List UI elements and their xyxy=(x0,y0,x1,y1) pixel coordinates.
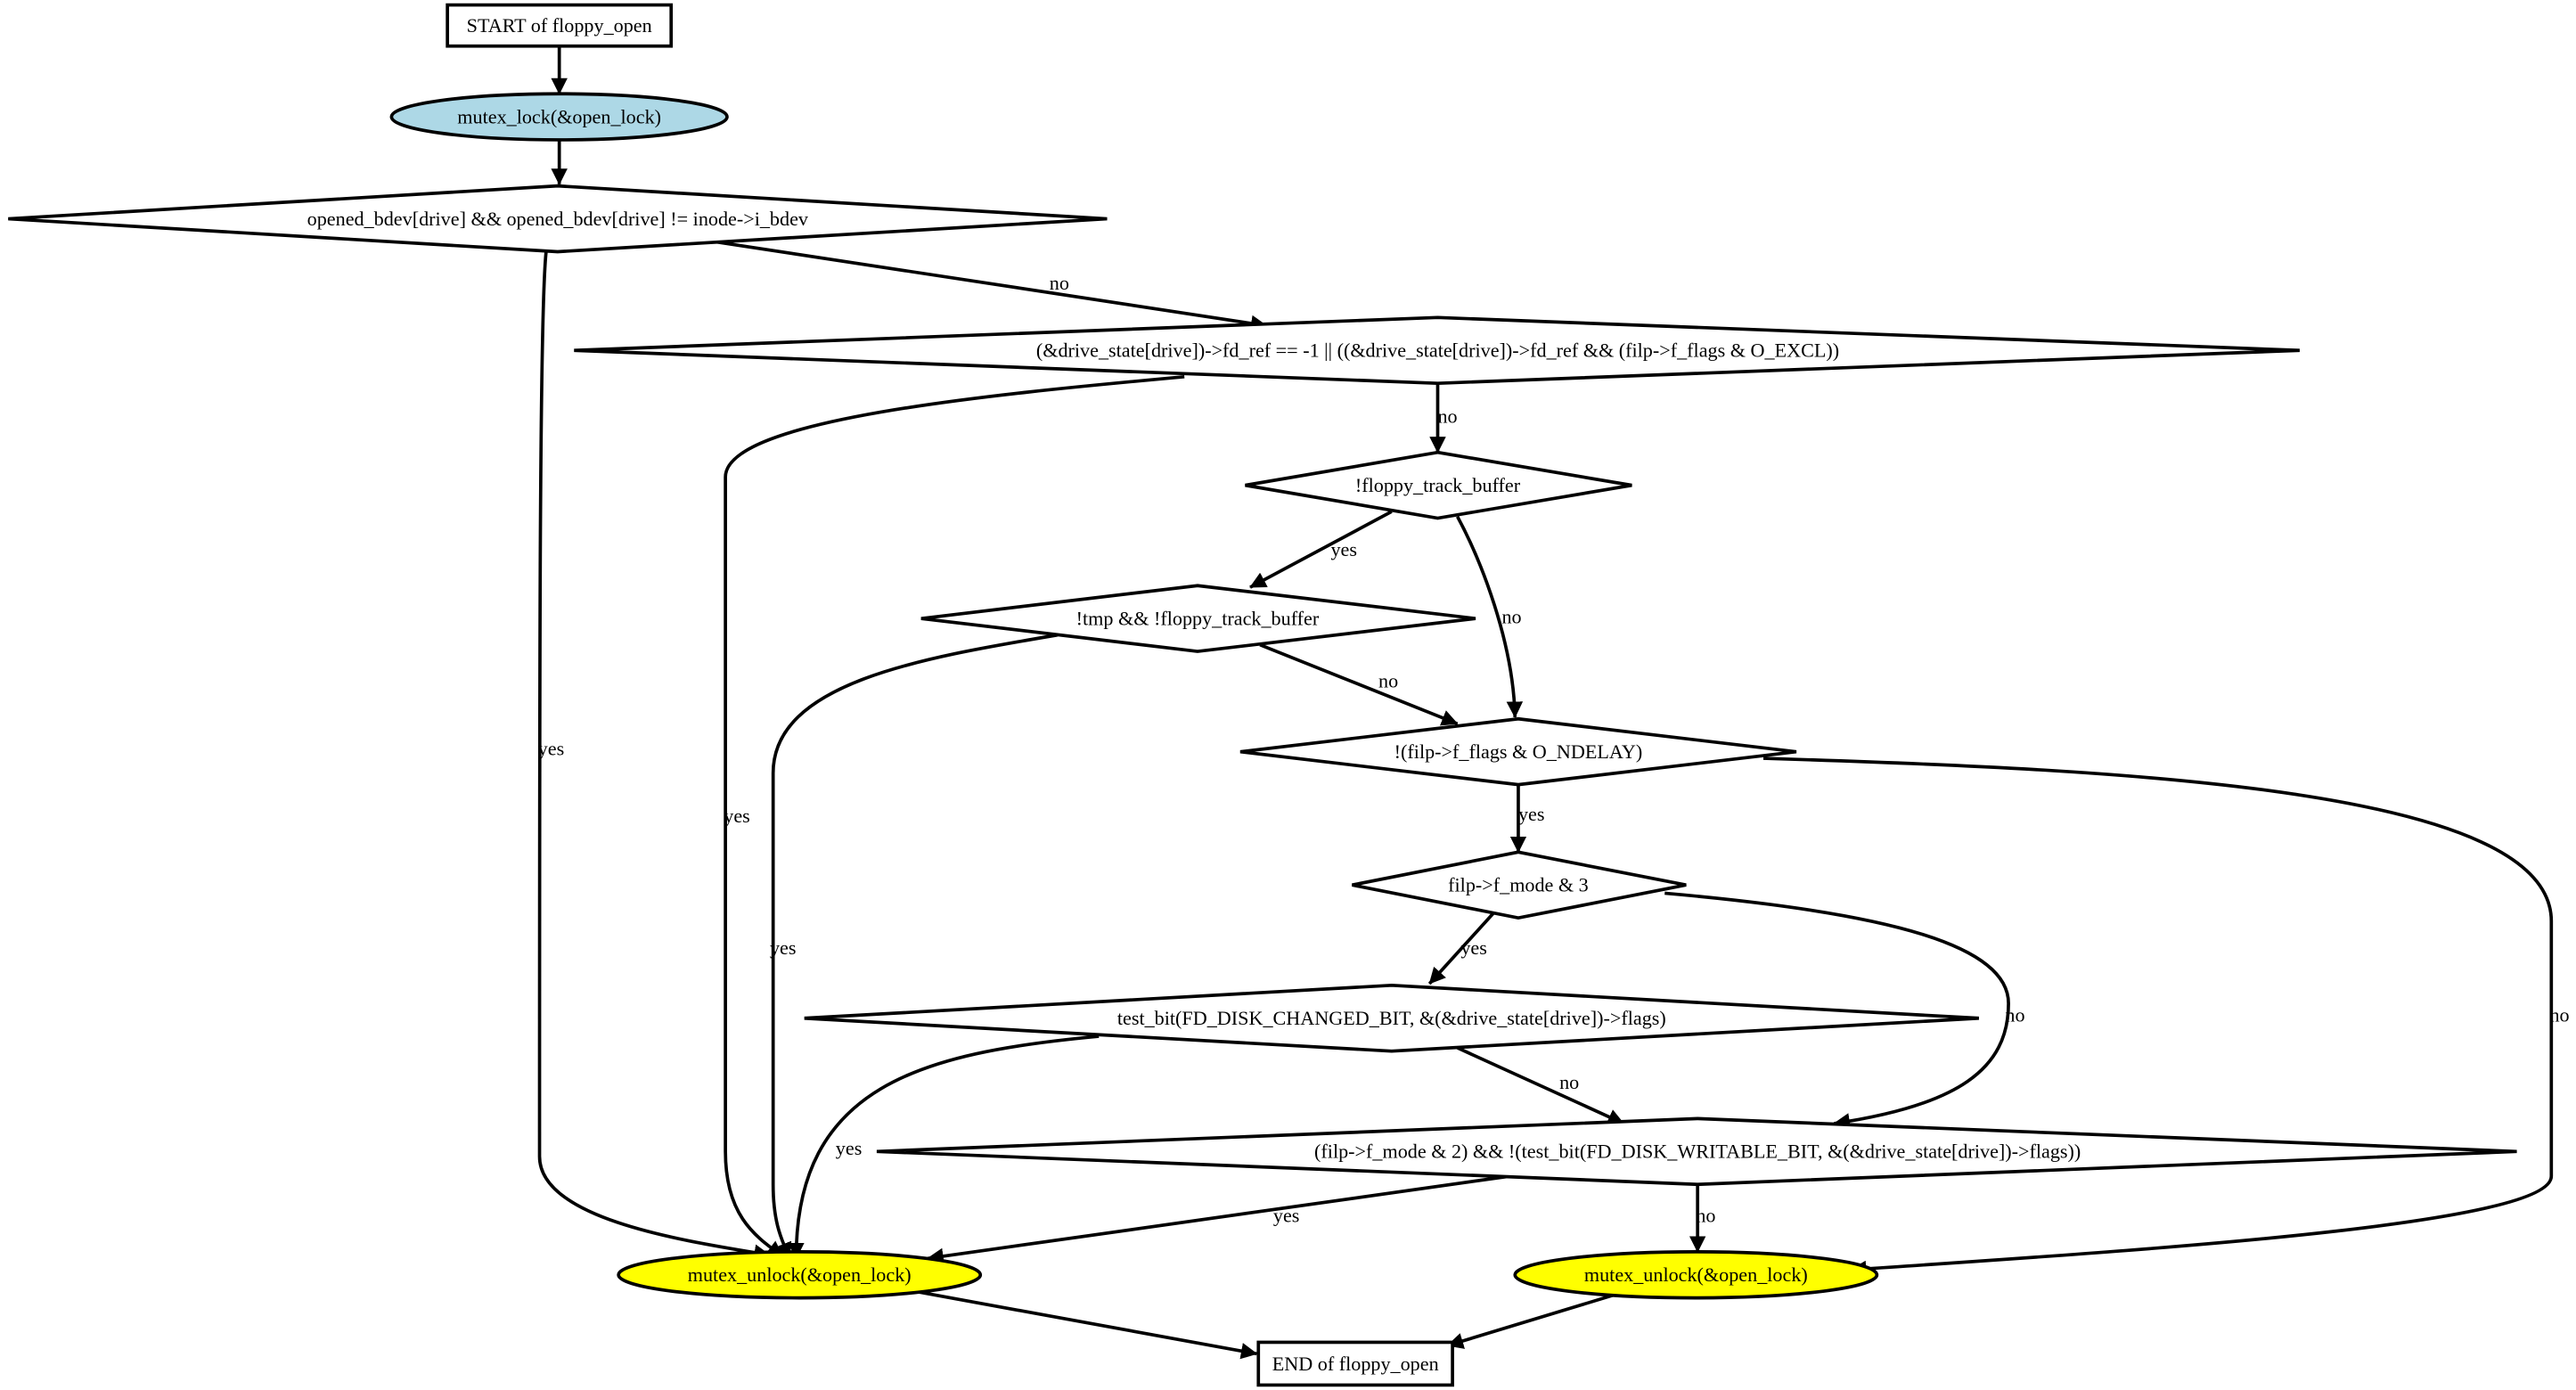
d6-diamond xyxy=(1352,850,1687,920)
edge-label-d3-d5: no xyxy=(1501,606,1521,628)
d8-diamond xyxy=(876,1116,2517,1187)
nodes: START of floppy_open mutex_lock(&open_lo… xyxy=(8,3,2517,1387)
d3-label: !floppy_track_buffer xyxy=(1355,474,1521,496)
edge-d1-d2 xyxy=(715,240,1268,332)
d2-diamond xyxy=(574,315,2300,386)
d6-label: filp->f_mode & 3 xyxy=(1448,874,1589,896)
edge-label-d6-d8: no xyxy=(2005,1003,2024,1026)
mutex-lock-label: mutex_lock(&open_lock) xyxy=(457,105,661,127)
d2-label: (&drive_state[drive])->fd_ref == -1 || (… xyxy=(1036,339,1839,362)
edge-label-d7-unlock1: yes xyxy=(836,1137,863,1159)
edge-d6-d8 xyxy=(1664,891,2010,1130)
edge-d3-d5 xyxy=(1456,515,1524,718)
edge-label-d1-unlock1: yes xyxy=(538,737,565,759)
d4-diamond xyxy=(920,584,1476,653)
edge-label-d6-d7: yes xyxy=(1460,936,1487,959)
end-label: END of floppy_open xyxy=(1272,1353,1439,1375)
start-box xyxy=(446,3,674,48)
edge-label-d2-unlock1: yes xyxy=(724,805,750,827)
edge-label-d8-unlock2: no xyxy=(1696,1205,1715,1227)
node-mutex-unlock-2: mutex_unlock(&open_lock) xyxy=(1513,1250,1879,1300)
edge-d7-d8 xyxy=(1456,1046,1624,1125)
edge-label-d5-unlock2: no xyxy=(2549,1003,2569,1026)
node-start: START of floppy_open xyxy=(446,3,674,48)
edge-d5-unlock2 xyxy=(1762,756,2554,1278)
node-d2: (&drive_state[drive])->fd_ref == -1 || (… xyxy=(574,315,2300,386)
node-d6: filp->f_mode & 3 xyxy=(1352,850,1687,920)
mutex-unlock-1-ellipse xyxy=(617,1250,983,1300)
node-d8: (filp->f_mode & 2) && !(test_bit(FD_DISK… xyxy=(876,1116,2517,1187)
edge-d3-d4 xyxy=(1249,510,1393,589)
edge-d7-unlock1 xyxy=(788,1034,1100,1260)
d3-diamond xyxy=(1245,450,1632,520)
edges xyxy=(537,45,2554,1360)
edge-label-d5-d6: yes xyxy=(1518,803,1545,825)
edge-label-d8-unlock1: yes xyxy=(1273,1205,1300,1227)
d5-diamond xyxy=(1239,716,1797,787)
edge-d2-unlock1 xyxy=(724,374,1185,1258)
d5-label: !(filp->f_flags & O_NDELAY) xyxy=(1394,740,1643,763)
node-d5: !(filp->f_flags & O_NDELAY) xyxy=(1239,716,1797,787)
mutex-unlock-2-label: mutex_unlock(&open_lock) xyxy=(1584,1263,1808,1286)
mutex-unlock-2-ellipse xyxy=(1513,1250,1879,1300)
edge-unlock2-end xyxy=(1446,1293,1616,1349)
node-d1: opened_bdev[drive] && opened_bdev[drive]… xyxy=(8,184,1108,254)
d8-label: (filp->f_mode & 2) && !(test_bit(FD_DISK… xyxy=(1314,1141,2081,1163)
edge-label-d4-d5: no xyxy=(1378,670,1398,692)
node-d7: test_bit(FD_DISK_CHANGED_BIT, &(&drive_s… xyxy=(804,983,1979,1053)
edge-d8-unlock1 xyxy=(927,1174,1510,1264)
node-d4: !tmp && !floppy_track_buffer xyxy=(920,584,1476,653)
mutex-unlock-1-label: mutex_unlock(&open_lock) xyxy=(688,1263,912,1286)
edge-d4-d5 xyxy=(1259,642,1459,726)
node-d3: !floppy_track_buffer xyxy=(1245,450,1632,520)
node-mutex-unlock-1: mutex_unlock(&open_lock) xyxy=(617,1250,983,1300)
edge-label-d1-d2: no xyxy=(1050,272,1069,294)
edge-label-d3-d4: yes xyxy=(1330,538,1357,560)
edge-label-d7-d8: no xyxy=(1559,1071,1579,1093)
end-box xyxy=(1256,1340,1454,1387)
edge-label-d2-d3: no xyxy=(1437,405,1457,427)
edge-d4-unlock1 xyxy=(771,633,1059,1260)
mutex-lock-ellipse xyxy=(389,92,729,142)
edge-label-d4-unlock1: yes xyxy=(770,936,797,959)
edge-unlock1-end xyxy=(914,1289,1258,1360)
d1-label: opened_bdev[drive] && opened_bdev[drive]… xyxy=(307,208,809,230)
start-label: START of floppy_open xyxy=(467,14,652,37)
edge-d1-unlock1 xyxy=(537,251,771,1261)
edge-labels: yes no yes no yes no yes no yes no yes n… xyxy=(538,272,2570,1227)
node-end: END of floppy_open xyxy=(1256,1340,1454,1387)
d1-diamond xyxy=(8,184,1108,254)
d7-label: test_bit(FD_DISK_CHANGED_BIT, &(&drive_s… xyxy=(1117,1007,1666,1029)
d4-label: !tmp && !floppy_track_buffer xyxy=(1076,608,1320,630)
node-mutex-lock: mutex_lock(&open_lock) xyxy=(389,92,729,142)
edge-d6-d7 xyxy=(1427,912,1495,985)
d7-diamond xyxy=(804,983,1979,1053)
